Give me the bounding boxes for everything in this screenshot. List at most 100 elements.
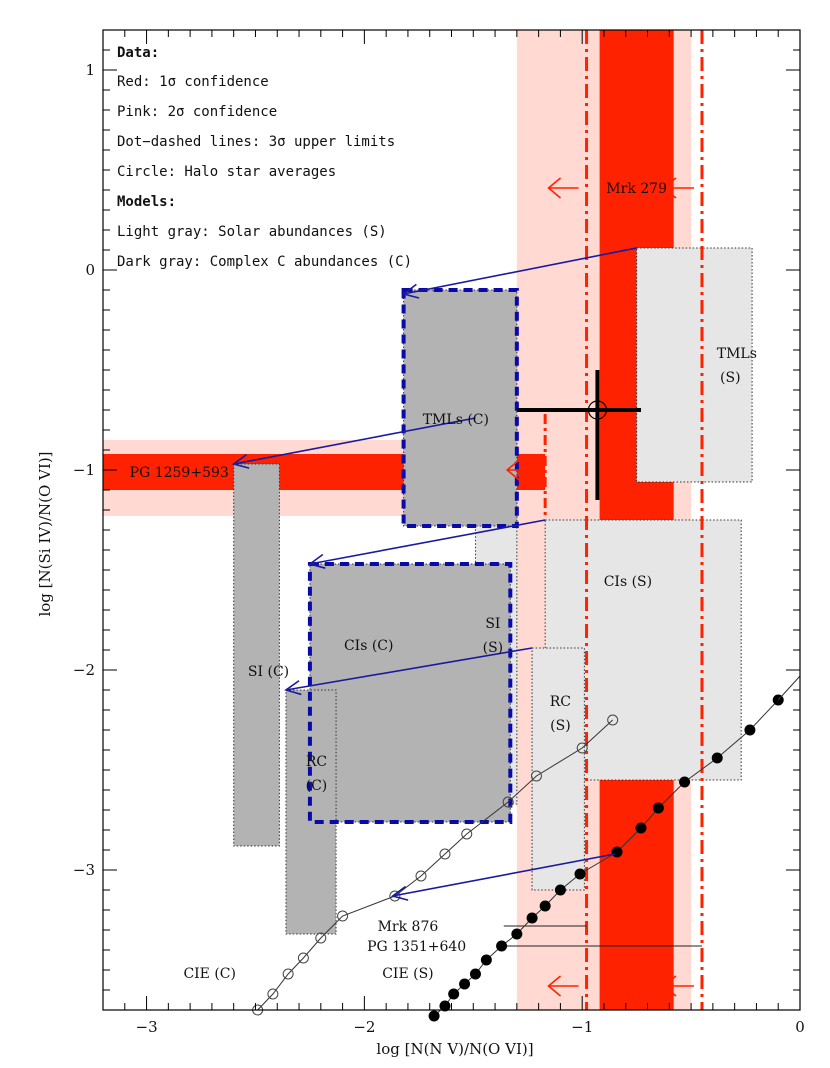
rc-s-sub-label: (S) — [550, 718, 571, 734]
model-arrows — [231, 247, 637, 901]
complex-c-outline-box — [307, 562, 513, 824]
legend-red: Red: 1σ confidence — [117, 74, 269, 90]
legend-pink: Pink: 2σ confidence — [117, 104, 277, 120]
legend-data-heading: Data: — [117, 45, 159, 61]
y-axis-title: log [N(Si IV)/N(O VI)] — [36, 451, 54, 616]
y-tick-label: −1 — [73, 461, 95, 479]
complex-c-model-box — [403, 289, 518, 527]
si-s-sub-label: (S) — [483, 640, 504, 656]
cie-c-point — [461, 828, 473, 840]
cie-s-point — [652, 802, 664, 814]
cie-s-point — [574, 868, 586, 880]
cie-s-point — [459, 978, 471, 990]
model-arrow-head — [231, 453, 250, 469]
mrk279-limit-arrow — [662, 177, 694, 199]
cie-c-point — [502, 796, 514, 808]
cie-c-point — [315, 932, 327, 944]
solar-model-box — [636, 247, 753, 483]
cie-c-point — [530, 770, 542, 782]
rc-s-label: RC — [550, 694, 571, 710]
x-axis-title: log [N(N V)/N(O VI)] — [376, 1040, 533, 1058]
model-arrow-line — [233, 417, 476, 465]
tmls-c-label: TMLs (C) — [423, 412, 489, 428]
cie-s-point — [428, 1010, 440, 1022]
cie-c-point — [337, 910, 349, 922]
pg1351-label: PG 1351+640 — [367, 939, 466, 955]
cie-c-label: CIE (C) — [183, 966, 236, 982]
model-boxes — [233, 247, 753, 935]
cie-s-point — [511, 928, 523, 940]
rc-c-sub-label: (C) — [306, 778, 328, 794]
legend-light-gray: Light gray: Solar abundances (S) — [117, 224, 387, 240]
legend-models-heading: Models: — [117, 194, 176, 210]
cie-s-point — [448, 988, 460, 1000]
mrk279-limit-arrow — [662, 975, 694, 997]
model-arrow-head — [401, 283, 420, 299]
cie-c-point — [297, 952, 309, 964]
solar-model-box — [531, 647, 585, 891]
mrk279-limit-arrow — [547, 975, 579, 997]
model-arrow-line — [285, 647, 533, 691]
x-tick-label: −3 — [136, 1018, 158, 1036]
cie-s-point — [526, 912, 538, 924]
cie-s-point — [539, 900, 551, 912]
cie-c-line — [257, 719, 614, 1011]
cie-s-point — [469, 968, 481, 980]
cie-s-point — [480, 954, 492, 966]
model-arrow-line — [392, 853, 616, 897]
cie-c-point — [576, 742, 588, 754]
halo-average-circle — [587, 400, 608, 420]
cie-s-point — [679, 776, 691, 788]
cie-s-point — [439, 1000, 451, 1012]
cie-s-point — [711, 752, 723, 764]
cie-tracks — [252, 675, 801, 1022]
cie-s-point — [554, 884, 566, 896]
mrk279-limit-arrow — [547, 177, 579, 199]
cie-s-point — [496, 940, 508, 952]
cie-c-point — [439, 848, 451, 860]
mrk876-label: Mrk 876 — [378, 919, 439, 935]
legend-circle: Circle: Halo star averages — [117, 164, 336, 180]
cie-c-point — [389, 890, 401, 902]
legend: Data: Red: 1σ confidence Pink: 2σ confid… — [117, 45, 412, 270]
y-tick-label: −2 — [73, 661, 95, 679]
tmls-s-label: TMLs — [717, 346, 757, 362]
pg1259-label: PG 1259+593 — [130, 465, 229, 481]
mrk279-label: Mrk 279 — [606, 181, 667, 197]
axes: −3 −2 −1 0 1 0 −1 −2 −3 — [73, 29, 805, 1036]
x-tick-label: 0 — [795, 1018, 805, 1036]
tmls-s-sub-label: (S) — [720, 370, 741, 386]
y-tick-label: −3 — [73, 861, 95, 879]
rc-c-label: RC — [306, 754, 327, 770]
cie-c-point — [415, 870, 427, 882]
legend-dark-gray: Dark gray: Complex C abundances (C) — [117, 254, 412, 270]
complex-c-model-box — [233, 463, 280, 847]
legend-dot-dashed: Dot−dashed lines: 3σ upper limits — [117, 134, 395, 150]
cis-s-label: CIs (S) — [604, 574, 652, 590]
x-tick-label: −2 — [353, 1018, 375, 1036]
complex-c-model-box — [309, 563, 511, 823]
cie-c-point — [607, 714, 619, 726]
model-arrow-line — [403, 247, 637, 295]
cie-s-point — [635, 822, 647, 834]
x-tick-label: −1 — [571, 1018, 593, 1036]
cis-c-label: CIs (C) — [344, 638, 394, 654]
si-c-label: SI (C) — [248, 664, 289, 680]
si-s-label: SI — [485, 616, 500, 632]
cie-c-point — [267, 988, 279, 1000]
cie-s-extension — [777, 675, 801, 701]
model-arrow-head — [284, 680, 302, 696]
model-arrow-head — [308, 553, 326, 569]
cie-c-point — [282, 968, 294, 980]
observation-markers — [503, 30, 704, 1010]
y-tick-label: 0 — [85, 261, 95, 279]
model-arrow-head — [390, 885, 409, 901]
model-arrow-line — [309, 519, 546, 565]
y-tick-label: 1 — [85, 61, 95, 79]
pg1259-limit-arrow — [505, 459, 538, 481]
cie-s-label: CIE (S) — [382, 966, 433, 982]
cie-s-point — [611, 846, 623, 858]
cie-s-point — [744, 724, 756, 736]
